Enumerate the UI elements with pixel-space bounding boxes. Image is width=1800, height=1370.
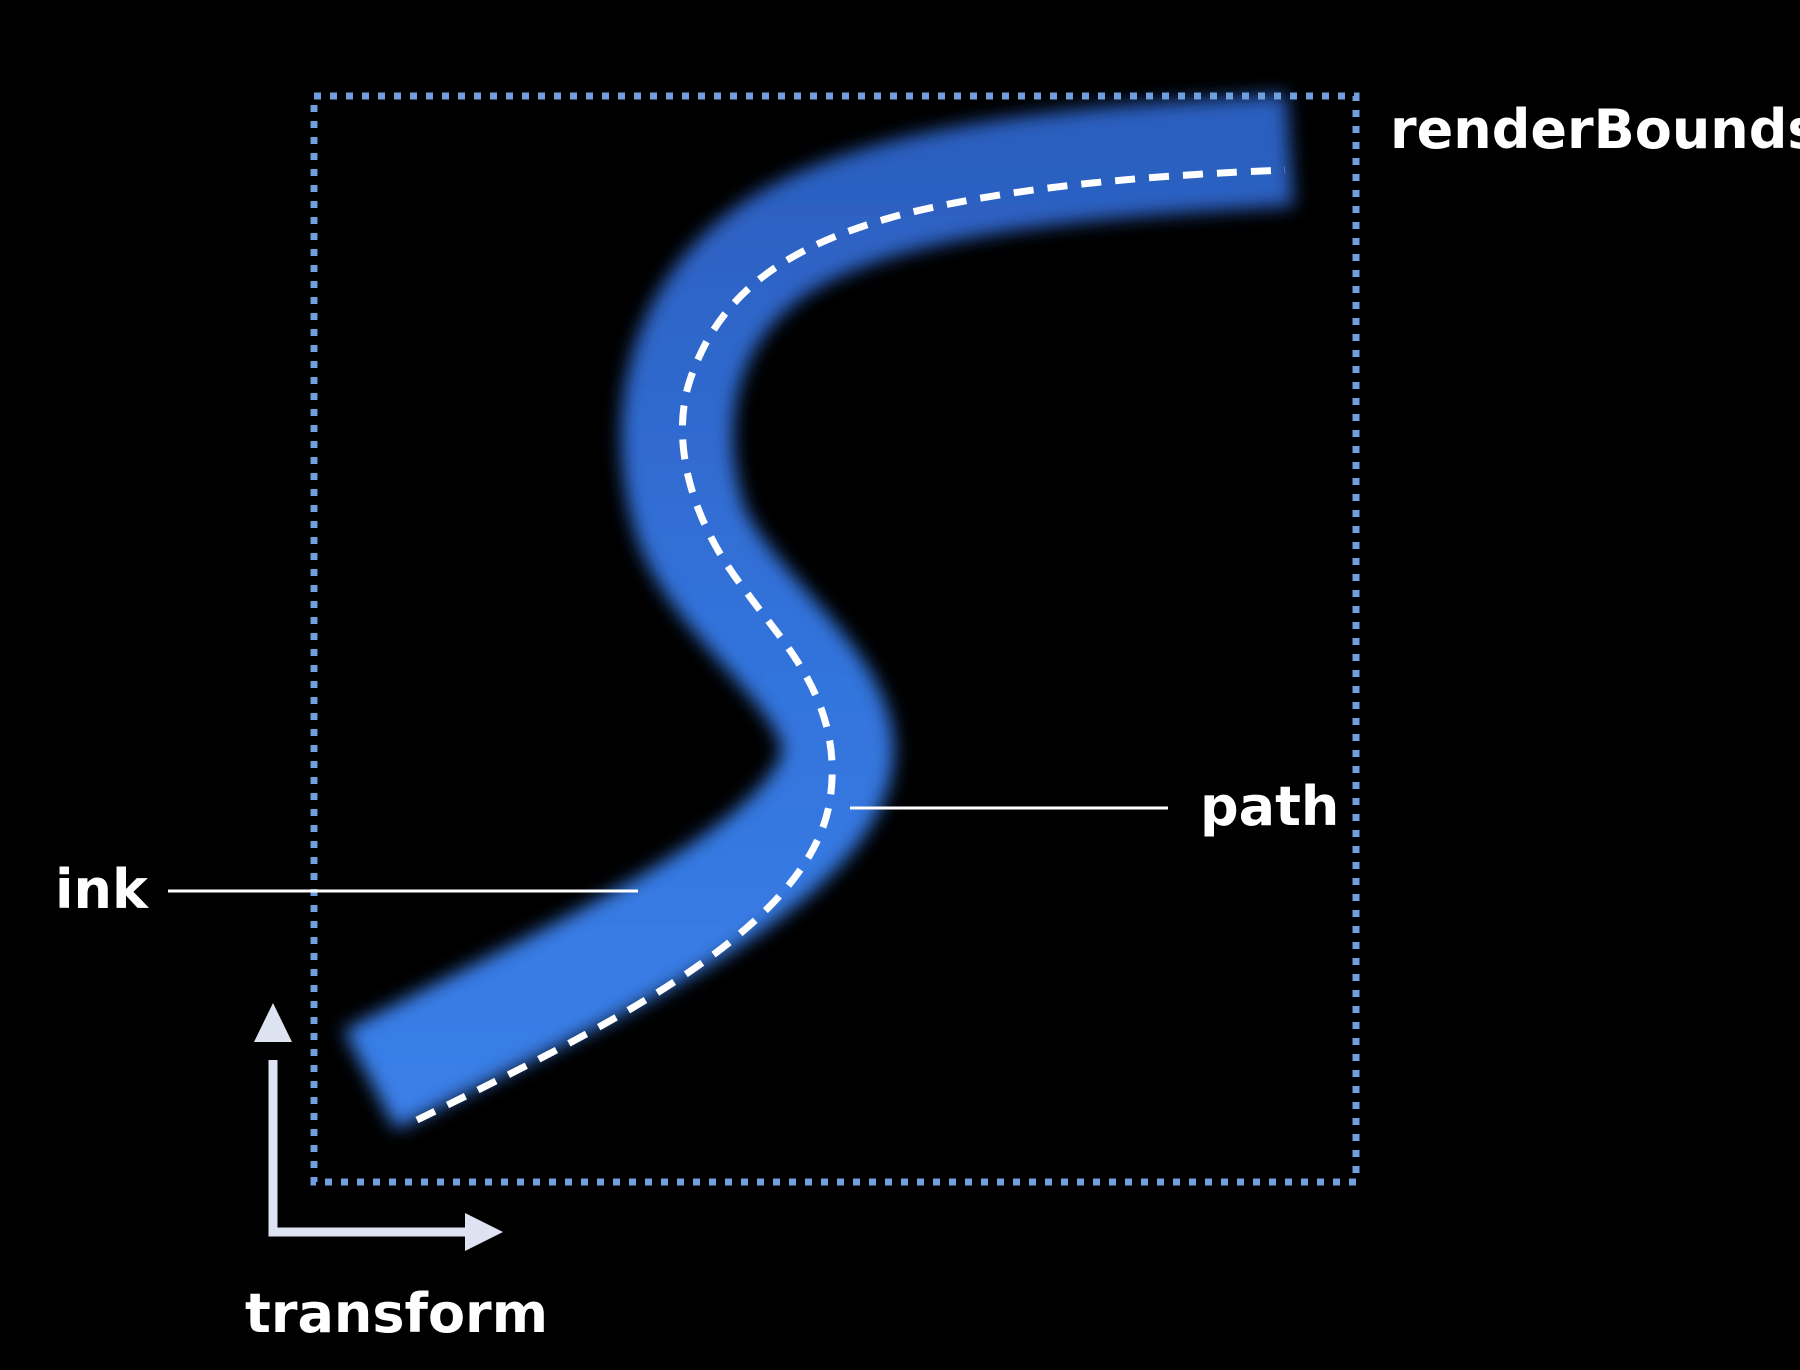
render-bounds-label: renderBounds bbox=[1390, 98, 1800, 161]
path-label: path bbox=[1200, 775, 1339, 838]
transform-label: transform bbox=[245, 1282, 548, 1345]
transform-axes-icon bbox=[254, 1003, 503, 1251]
ink-label: ink bbox=[55, 858, 149, 921]
ink-stroke bbox=[343, 94, 1294, 1130]
render-bounds-rect bbox=[310, 92, 1360, 1186]
